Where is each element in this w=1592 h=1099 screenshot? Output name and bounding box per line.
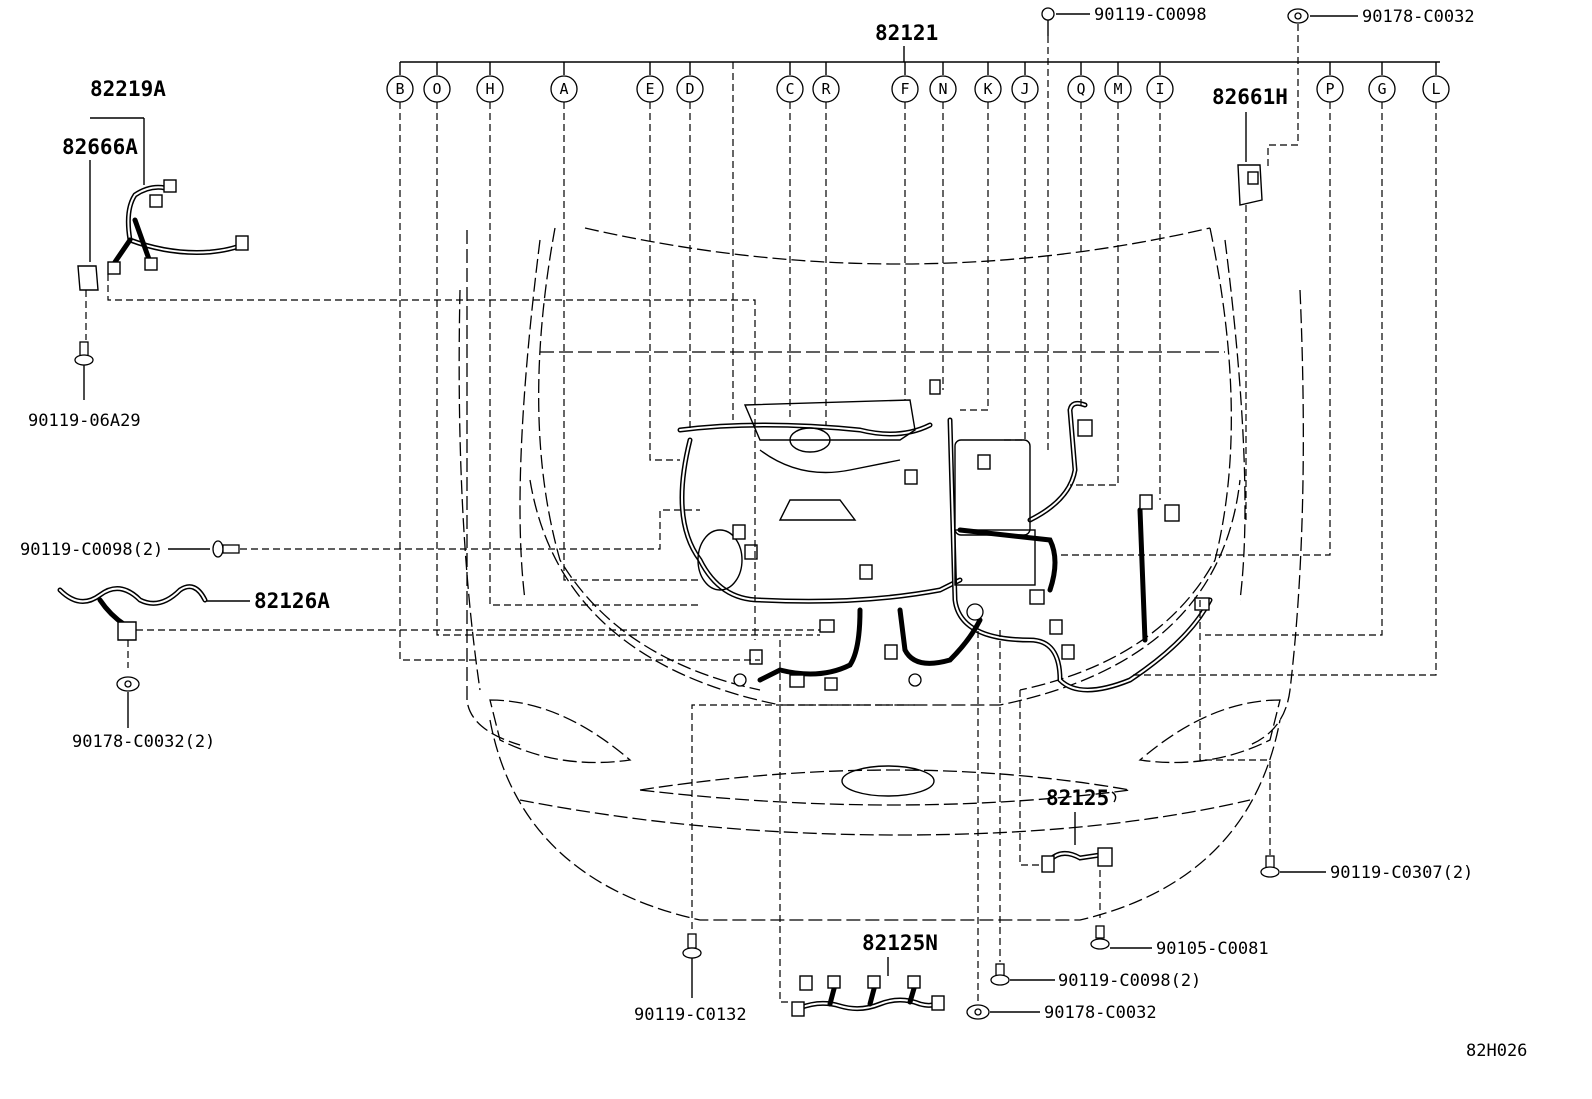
connector-letter-e: E xyxy=(636,62,664,103)
bolt-icon xyxy=(990,963,1010,986)
connector-letter-label: I xyxy=(1155,80,1164,98)
part-label-82666A: 82666A xyxy=(62,135,138,159)
bolt-icon xyxy=(212,540,240,558)
fastener-90178-C0032-2-left: 90178-C0032(2) xyxy=(72,676,215,752)
fastener-90119-C0098-2-mid: 90119-C0098(2) xyxy=(20,509,700,560)
connector-letter-label: C xyxy=(785,80,794,98)
connector-letter-f: F xyxy=(891,62,919,103)
connector-letter-label: J xyxy=(1020,80,1029,98)
connector-letter-label: L xyxy=(1431,80,1440,98)
clip-icon xyxy=(116,676,140,728)
fastener-90119-C0307-2: 90119-C0307(2) xyxy=(1199,600,1473,883)
connector-letter-l: L xyxy=(1422,62,1450,103)
connector-letter-i: I xyxy=(1146,62,1174,103)
part-label-90119-C0307-2: 90119-C0307(2) xyxy=(1330,863,1473,883)
figure-code: 82H026 xyxy=(1466,1041,1527,1061)
bolt-icon xyxy=(74,341,94,400)
engine-harness-82121 xyxy=(677,379,1213,693)
connector-letter-label: F xyxy=(900,80,909,98)
connector-letter-o: O xyxy=(423,62,451,103)
bolt-icon xyxy=(1260,855,1280,878)
connector-letter-g: G xyxy=(1368,62,1396,103)
connector-letter-label: G xyxy=(1377,80,1386,98)
part-label-82661H: 82661H xyxy=(1212,85,1288,109)
connector-letter-label: D xyxy=(685,80,694,98)
part-82126A: 82126A xyxy=(57,584,820,668)
bolt-icon xyxy=(1041,7,1055,36)
connector-letter-c: C xyxy=(776,62,804,103)
connector-letter-label: N xyxy=(938,80,947,98)
top-fasteners: 90119-C0098 90178-C0032 xyxy=(1041,5,1475,450)
connector-letter-k: K xyxy=(974,62,1002,103)
part-label-90178-C0032-2-left: 90178-C0032(2) xyxy=(72,732,215,752)
connector-letter-n: N xyxy=(929,62,957,103)
part-82661H: 82661H xyxy=(1212,85,1288,520)
part-label-90119-06A29: 90119-06A29 xyxy=(28,411,141,431)
connector-letter-b: B xyxy=(386,62,414,103)
connector-letter-label: Q xyxy=(1076,80,1085,98)
fastener-90105-C0081: 90105-C0081 xyxy=(1090,925,1269,959)
part-label-82125N: 82125N xyxy=(862,931,938,955)
connector-leader-lines xyxy=(399,62,1437,676)
connector-letter-r: R xyxy=(812,62,840,103)
part-label-82125: 82125 xyxy=(1046,786,1109,810)
part-label-90119-C0098-2-mid: 90119-C0098(2) xyxy=(20,540,163,560)
part-82125N: 82125N xyxy=(779,640,945,1017)
connector-letter-p: P xyxy=(1316,62,1344,103)
connector-letter-h: H xyxy=(476,62,504,103)
connector-letter-a: A xyxy=(550,62,578,103)
connector-letter-label: K xyxy=(983,80,992,98)
connector-letter-j: J xyxy=(1011,62,1039,103)
bolt-icon xyxy=(682,933,702,998)
connector-letter-label: O xyxy=(432,80,441,98)
part-label-82126A: 82126A xyxy=(254,589,330,613)
connector-letter-label: M xyxy=(1113,80,1122,98)
part-label-90119-C0098-2-bottom: 90119-C0098(2) xyxy=(1058,971,1201,991)
connector-letter-m: M xyxy=(1104,62,1132,103)
main-harness-callout: 82121 B O H A E D C R F N K J Q M I P G L xyxy=(386,21,1450,103)
clip-icon xyxy=(966,1004,990,1020)
part-label-90119-C0098-top: 90119-C0098 xyxy=(1094,5,1207,25)
part-label-90178-C0032-bottom: 90178-C0032 xyxy=(1044,1003,1157,1023)
fastener-90178-C0032-bottom: 90178-C0032 xyxy=(966,620,1157,1023)
connector-letter-label: B xyxy=(395,80,404,98)
vehicle-body-outline xyxy=(458,227,1304,921)
part-label-90105-C0081: 90105-C0081 xyxy=(1156,939,1269,959)
part-82125: 82125 xyxy=(1019,690,1117,918)
part-label-82219A: 82219A xyxy=(90,77,166,101)
connector-letter-label: H xyxy=(485,80,494,98)
connector-letter-label: P xyxy=(1325,80,1334,98)
fastener-90119-C0132: 90119-C0132 xyxy=(634,704,915,1025)
part-label-82121: 82121 xyxy=(875,21,938,45)
fastener-90119-C0098-2-bottom: 90119-C0098(2) xyxy=(990,630,1201,991)
part-label-90119-C0132: 90119-C0132 xyxy=(634,1005,747,1025)
part-82219A-group: 82219A 82666A xyxy=(62,77,756,640)
part-label-90178-C0032-top: 90178-C0032 xyxy=(1362,7,1475,27)
bolt-icon xyxy=(1090,925,1110,950)
connector-letter-label: R xyxy=(821,80,831,98)
fastener-90119-06A29: 90119-06A29 xyxy=(28,341,141,431)
clip-icon xyxy=(1287,8,1309,24)
connector-letter-label: A xyxy=(559,80,568,98)
connector-letter-q: Q xyxy=(1067,62,1095,103)
connector-letter-d: D xyxy=(676,62,704,103)
connector-letter-label: E xyxy=(645,80,654,98)
